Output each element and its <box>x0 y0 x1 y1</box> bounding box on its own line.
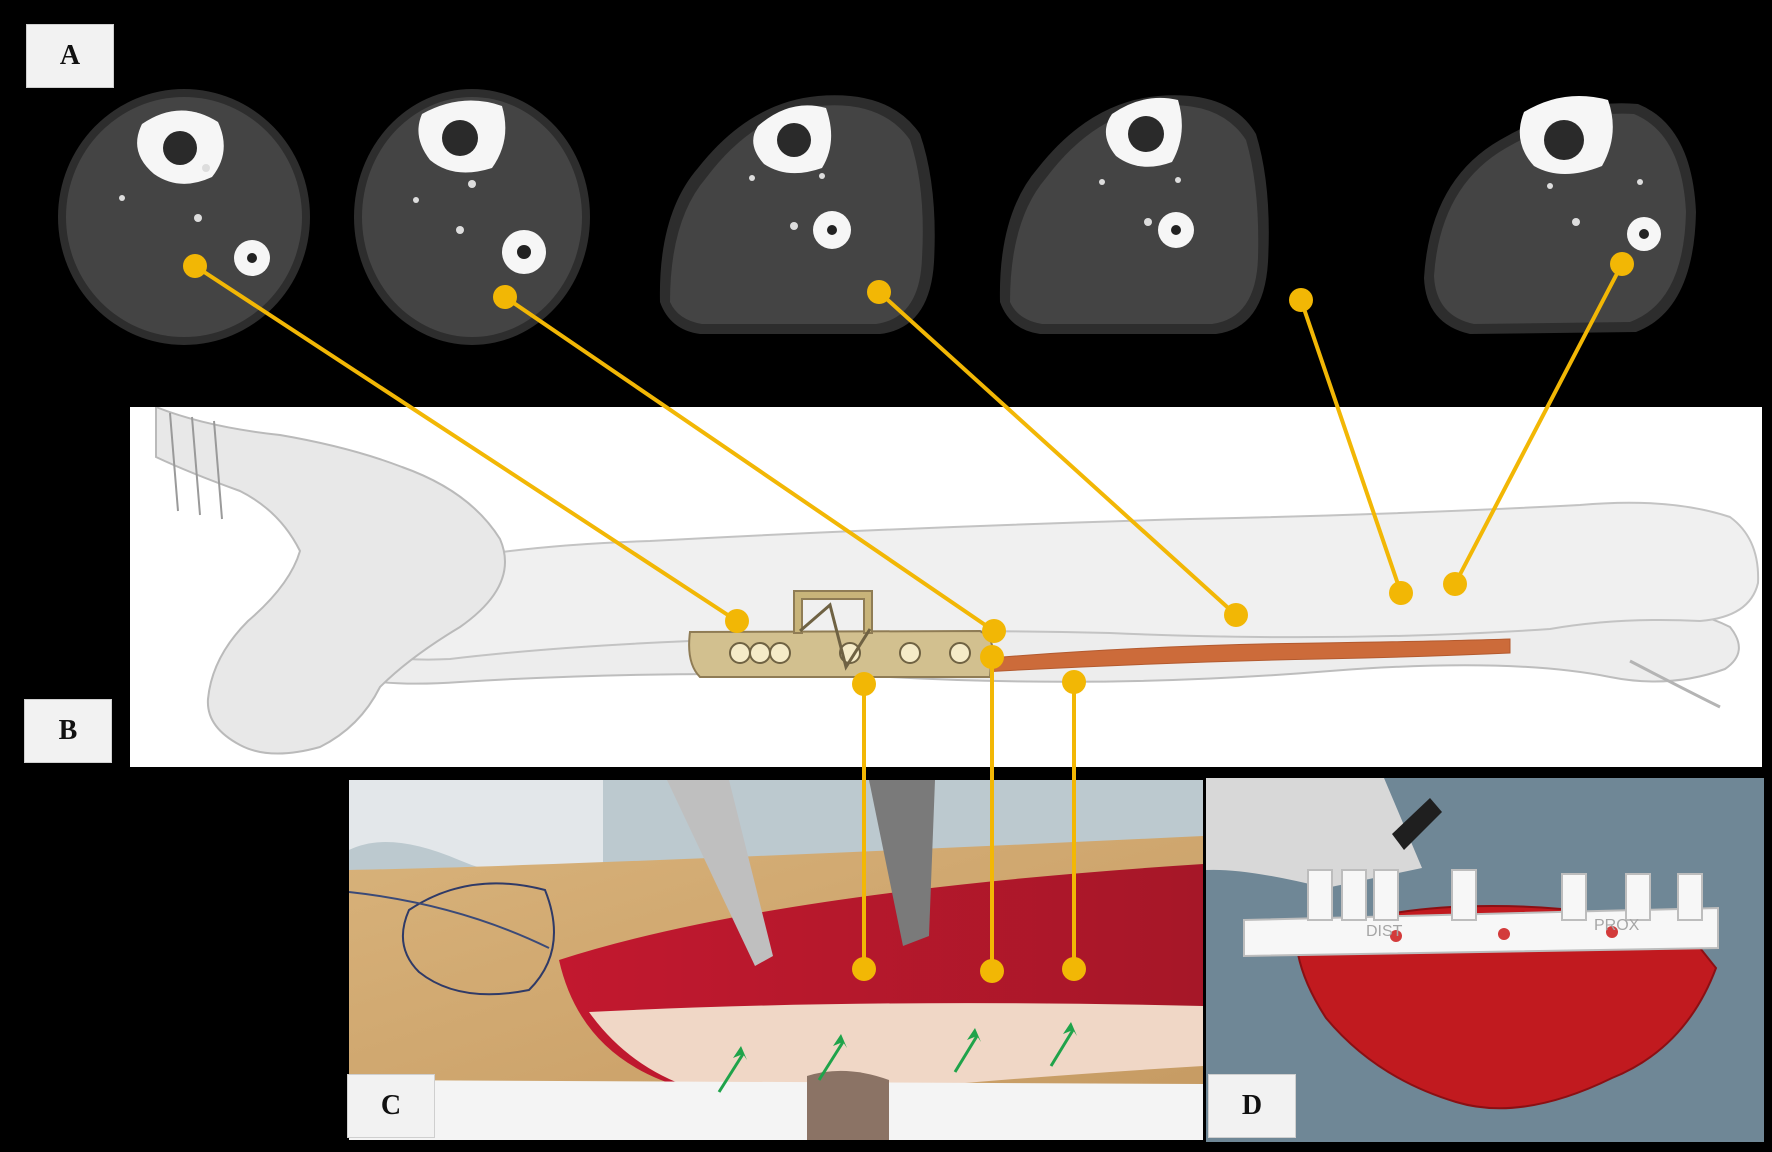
ct-slice-4 <box>999 95 1269 334</box>
guide-label-prox: PROX <box>1594 917 1640 934</box>
panel-label-d: D <box>1208 1074 1296 1138</box>
intraop-photo-panel <box>349 780 1203 1140</box>
panel-label-b: B <box>24 699 112 763</box>
ct-slice-2 <box>354 89 590 345</box>
ct-slice-1 <box>58 89 310 345</box>
bone-3d-panel <box>130 407 1762 767</box>
ct-slice-5 <box>1424 96 1696 334</box>
resected-specimen-panel: DIST PROX <box>1206 778 1764 1142</box>
panel-label-c: C <box>347 1074 435 1138</box>
panel-label-a: A <box>26 24 114 88</box>
ct-slice-3 <box>659 95 935 334</box>
guide-label-dist: DIST <box>1366 923 1403 940</box>
